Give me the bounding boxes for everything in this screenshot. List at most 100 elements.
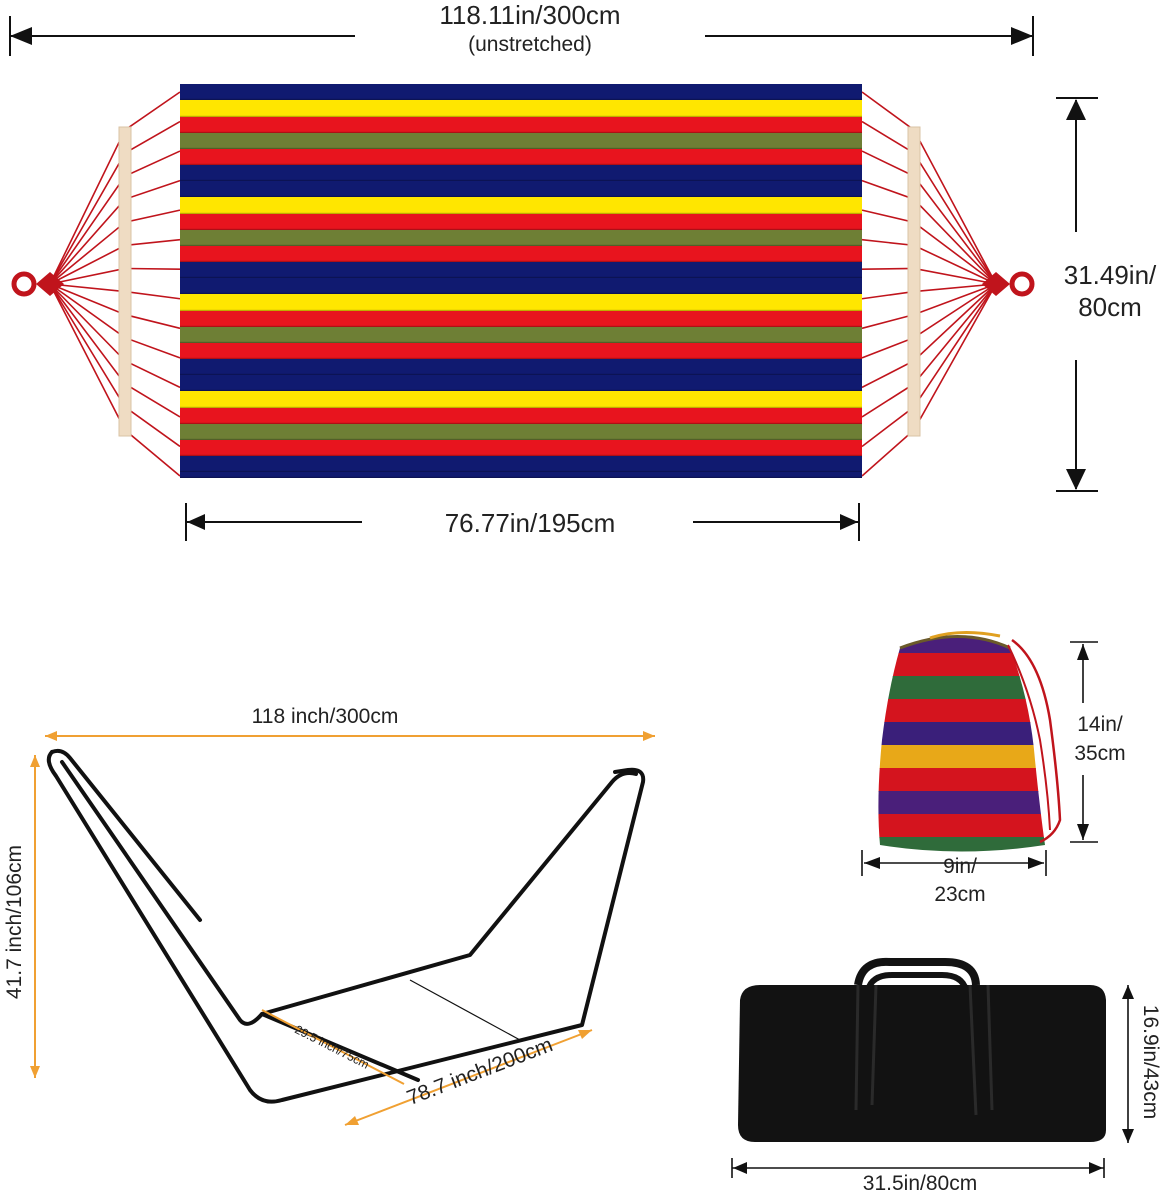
hammock-stripe: [180, 149, 862, 165]
rope-string: [49, 120, 181, 285]
stripe-separator: [180, 422, 862, 424]
sack-stripe: [878, 837, 1045, 852]
stripe-separator: [180, 292, 862, 294]
stuff-sack-width-dimension: [861, 850, 1047, 876]
hammock-stripe: [180, 278, 862, 294]
hammock-total-length-dimension: [9, 16, 1034, 56]
carry-bag: [738, 957, 1106, 1142]
sack-stripe: [878, 745, 1045, 769]
stuff-sack-width-label-line1: 9in/: [943, 855, 977, 878]
sack-stripe: [878, 814, 1045, 838]
left-spreader-bar: [118, 126, 132, 437]
hammock-stripe: [180, 165, 862, 181]
hammock-stripe: [180, 456, 862, 472]
stripe-separator: [180, 98, 862, 100]
stuff-sack-height-label-line2: 35cm: [1074, 742, 1126, 765]
stripe-separator: [180, 406, 862, 408]
stripe-separator: [180, 438, 862, 440]
hammock-stripe: [180, 327, 862, 343]
stand-center-line: [409, 979, 521, 1041]
stand-base-length-dimension: [344, 1029, 593, 1126]
rope-string: [49, 209, 181, 285]
rope-string: [49, 283, 181, 389]
stripe-separator: [180, 195, 862, 197]
hammock-bed: [180, 84, 862, 478]
rope-string: [49, 283, 181, 448]
stand-height-label: 41.7 inch/106cm: [3, 844, 26, 1000]
hammock-stripe: [180, 230, 862, 246]
rope-string: [861, 283, 997, 389]
right-spreader-bar: [907, 126, 921, 437]
hammock-stripe: [180, 197, 862, 214]
hammock-bed-length-dimension: [185, 503, 860, 541]
hammock-stripe: [180, 311, 862, 327]
stripe-separator: [180, 260, 862, 262]
hammock-stripe: [180, 440, 862, 456]
hammock-unstretched-note: (unstretched): [468, 33, 592, 56]
hammock-ropes-right: [861, 91, 997, 477]
hammock-stripe: [180, 246, 862, 262]
hammock-stripe: [180, 84, 862, 100]
stripe-separator: [180, 357, 862, 359]
stand-length-label: 118 inch/300cm: [251, 705, 399, 728]
rope-string: [861, 120, 997, 285]
stripe-separator: [180, 244, 862, 246]
sack-stripe: [878, 676, 1045, 700]
hammock-total-length-label: 118.11in/300cm: [439, 0, 621, 30]
sack-stripe: [878, 699, 1045, 723]
hammock-stripe: [180, 117, 862, 133]
stuff-sack-height-label-line1: 14in/: [1077, 713, 1123, 736]
stripe-separator: [180, 454, 862, 456]
sack-stripe: [878, 722, 1045, 746]
carry-bag-width-dimension: [731, 1158, 1105, 1178]
hammock-stripe: [180, 181, 862, 197]
sack-stripe: [878, 791, 1045, 815]
stripe-separator: [180, 389, 862, 391]
hammock-stripe: [180, 262, 862, 278]
hammock-stripe: [180, 359, 862, 375]
hammock-stripe: [180, 133, 862, 149]
stripe-separator: [180, 228, 862, 230]
stripe-separator: [180, 115, 862, 117]
hammock-stripe: [180, 294, 862, 311]
stand-frame: [46, 748, 646, 1104]
hammock-width-label-line2: 80cm: [1078, 292, 1142, 322]
hammock-stripe: [180, 343, 862, 359]
hammock-stripe: [180, 100, 862, 117]
stuff-sack: [878, 630, 1062, 852]
hammock-stripe: [180, 391, 862, 408]
carry-bag-height-label: 16.9in/43cm: [1139, 1004, 1162, 1120]
stripe-separator: [180, 325, 862, 327]
stripe-separator: [180, 476, 862, 478]
stripe-separator: [180, 131, 862, 133]
rope-string: [49, 283, 181, 477]
hammock-stripe: [180, 472, 862, 478]
hammock-width-dimension: [1056, 97, 1098, 492]
carry-bag-width-label: 31.5in/80cm: [862, 1172, 978, 1195]
stripe-separator: [180, 212, 862, 214]
stripe-separator: [180, 276, 862, 278]
stripe-separator: [180, 309, 862, 311]
stripe-separator: [180, 163, 862, 165]
stripe-separator: [180, 147, 862, 149]
stripe-separator: [180, 470, 862, 472]
hammock-bed-length-label: 76.77in/195cm: [444, 508, 616, 538]
hammock-ropes-left: [49, 91, 181, 477]
sack-stripe: [878, 768, 1045, 792]
stand-length-dimension: [45, 731, 655, 741]
stand-height-dimension: [30, 755, 40, 1078]
right-end-ring: [982, 271, 1035, 297]
sack-stripe: [878, 653, 1045, 677]
carry-bag-height-dimension: [1122, 985, 1134, 1143]
stuff-sack-width-label-line2: 23cm: [934, 883, 986, 906]
stripe-separator: [180, 373, 862, 375]
rope-string: [49, 267, 181, 285]
stripe-separator: [180, 341, 862, 343]
hammock-width-label-line1: 31.49in/: [1063, 260, 1157, 290]
left-end-ring: [11, 271, 64, 297]
stripe-separator: [180, 179, 862, 181]
hammock-stripe: [180, 375, 862, 391]
rope-string: [861, 267, 997, 285]
hammock-stripe: [180, 424, 862, 440]
